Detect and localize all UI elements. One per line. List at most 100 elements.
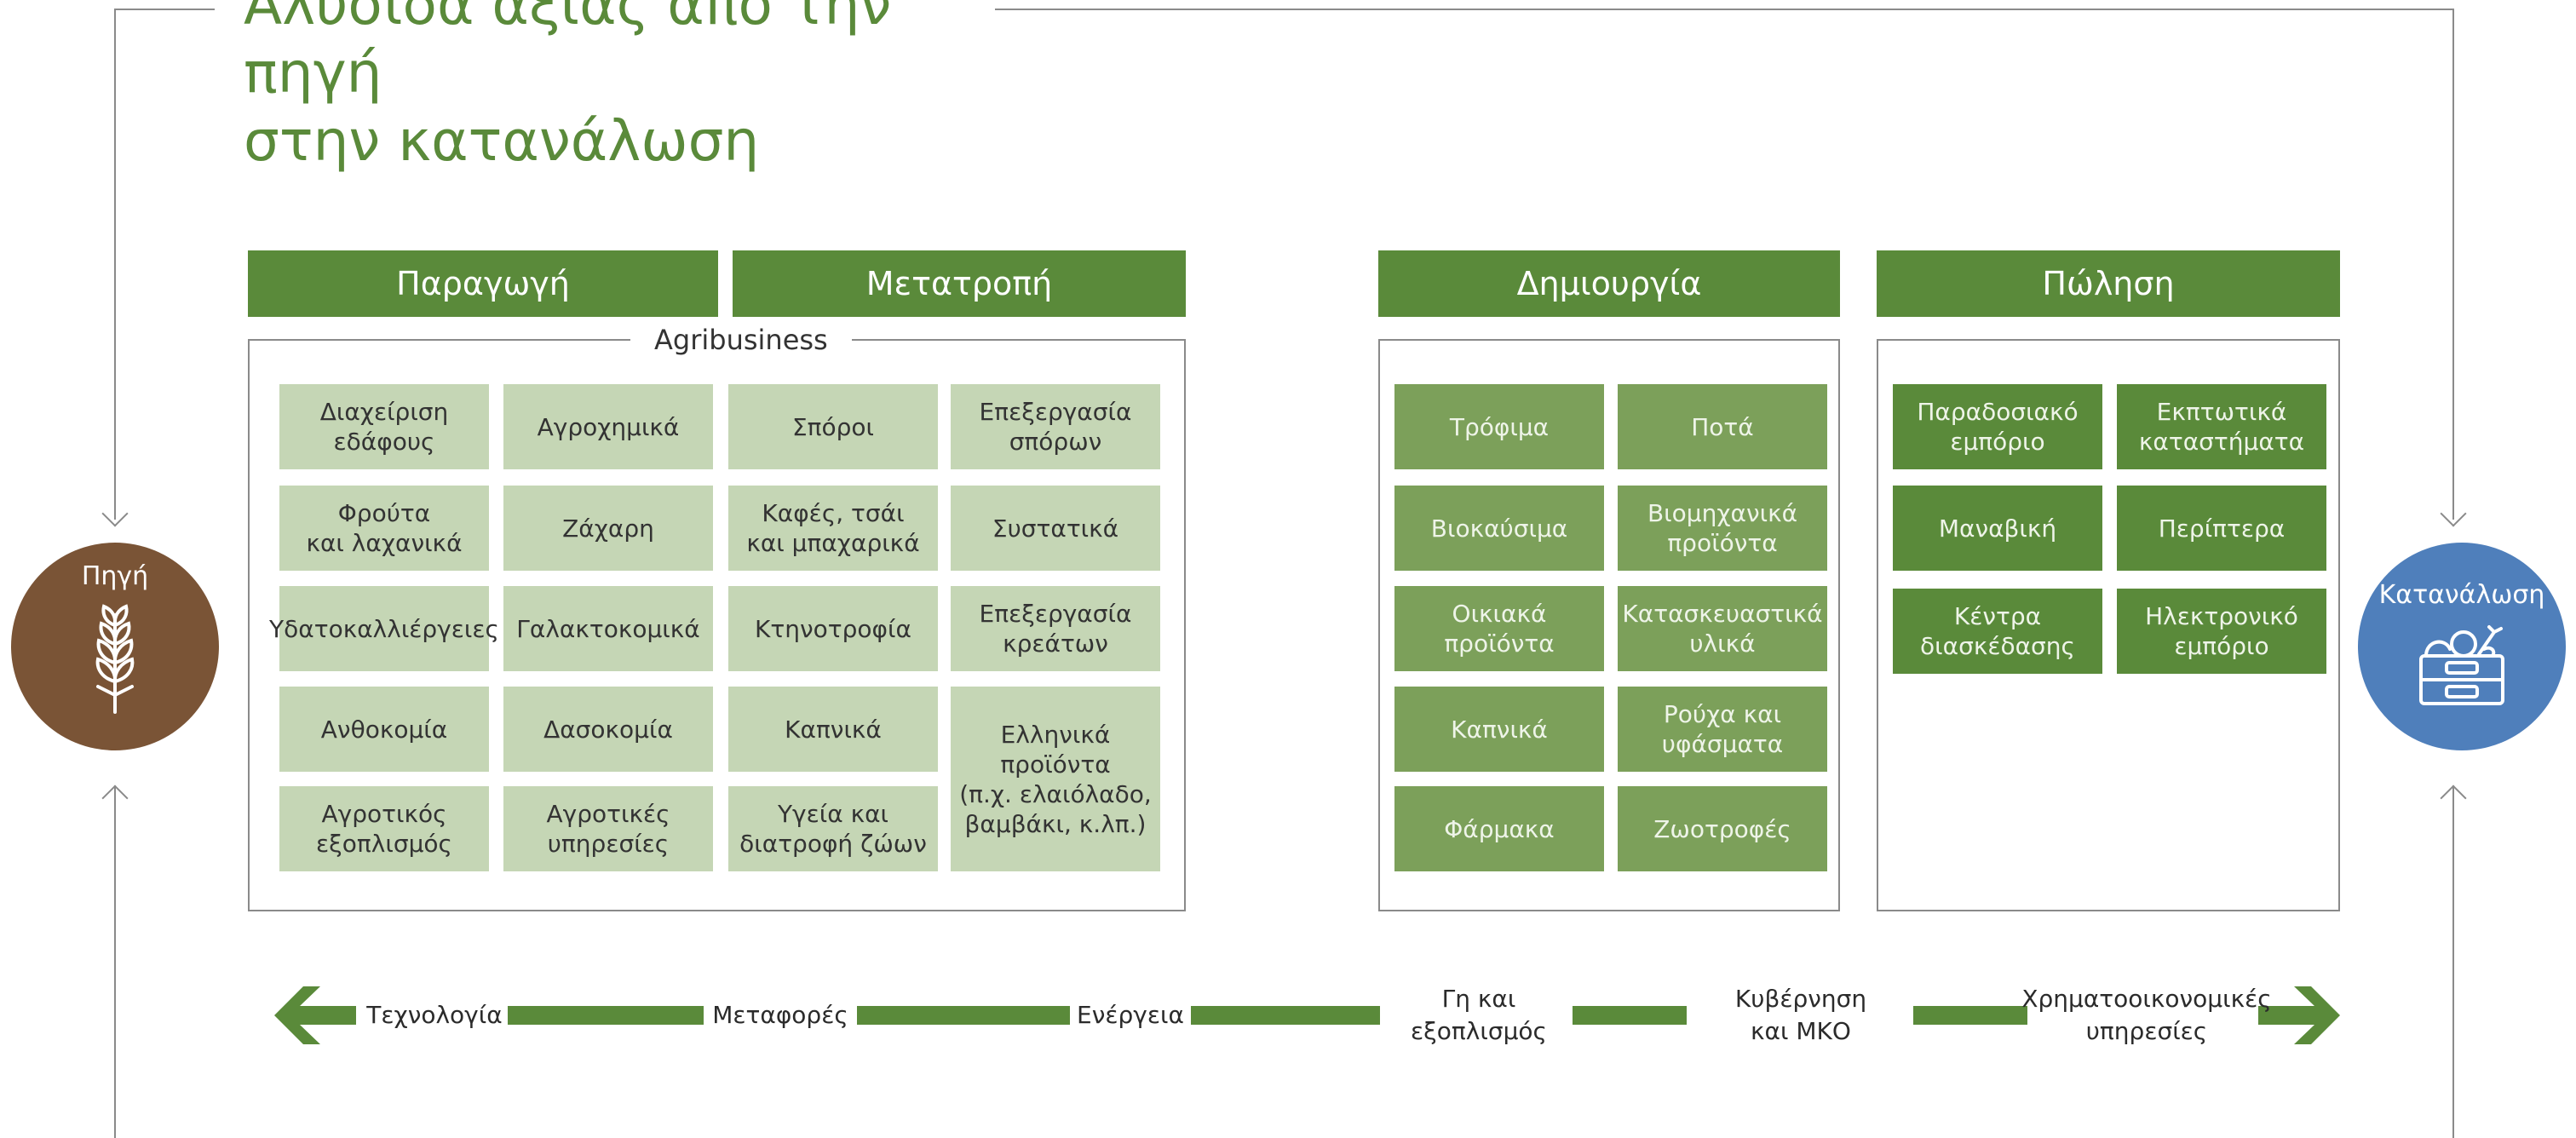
header-transformation-label: Μετατροπή [865,265,1053,302]
source-label: Πηγή [81,561,149,591]
header-production-label: Παραγωγή [396,265,570,302]
frame-right-upper-line [2452,9,2454,520]
cell-text: Συστατικά [992,514,1119,543]
agribusiness-cell: Κτηνοτροφία [728,586,938,671]
cell-text: Κτηνοτροφία [755,614,911,643]
header-sales-label: Πώληση [2042,265,2175,302]
down-arrow-icon [101,500,129,527]
header-sales: Πώληση [1877,250,2340,317]
cell-text: Δασοκομία [543,715,673,744]
down-arrow-icon [2440,500,2467,527]
cell-text: Τεχνολογία [366,1001,503,1029]
left-arrow-icon [274,986,356,1044]
consumption-label: Κατανάλωση [2378,580,2545,610]
cell-text: Ποτά [1691,412,1754,441]
frame-left-upper-line [114,9,116,520]
sales-cell: Μαναβική [1893,486,2102,571]
title-line-1: Αλυσίδα αξίας από την πηγή [244,0,892,106]
cell-text: Υδατοκαλλιέργειες [269,614,499,643]
connector-bar [1191,1006,1380,1025]
cell-text: Φάρμακα [1444,814,1555,843]
up-arrow-icon [2440,785,2467,812]
cell-text: Μεταφορές [712,1001,848,1029]
cell-text: Ζωοτροφές [1653,814,1791,843]
header-transformation: Μετατροπή [733,250,1186,317]
creation-cell: Ζωοτροφές [1618,786,1827,871]
creation-cell: Φάρμακα [1394,786,1604,871]
agribusiness-cell: Ζάχαρη [503,486,713,571]
cell-text: Περίπτερα [2158,514,2286,543]
connector-bar [1913,1006,2027,1025]
up-arrow-icon [101,785,129,812]
cell-text: Ανθοκομία [320,715,448,744]
cell-text: Αγροχημικά [537,412,680,441]
enabler-label: Ενέργεια [1075,999,1186,1032]
cell-text: Μαναβική [1938,514,2057,543]
cell-text: Τρόφιμα [1449,412,1550,441]
cell-text: Βιοκαύσιμα [1430,514,1568,543]
produce-crate-icon [2419,625,2504,705]
page-title: Αλυσίδα αξίας από την πηγή στην κατανάλω… [244,0,1010,175]
cell-text: Ενέργεια [1077,1001,1184,1029]
cell-text: Σπόροι [791,412,875,441]
frame-top-left-line [114,9,215,10]
agribusiness-cell: Καπνικά [728,687,938,772]
creation-cell: Ποτά [1618,384,1827,469]
agribusiness-cell: Δασοκομία [503,687,713,772]
agribusiness-cell: Σπόροι [728,384,938,469]
creation-cell: Τρόφιμα [1394,384,1604,469]
header-creation: Δημιουργία [1378,250,1840,317]
consumption-circle: Κατανάλωση [2358,543,2566,750]
cell-text: Ζάχαρη [562,514,654,543]
frame-left-lower-line [114,787,116,1138]
wheat-icon [95,604,135,714]
cell-text: Καπνικά [1451,715,1548,744]
agribusiness-cell: Ανθοκομία [279,687,489,772]
enabler-label: Μεταφορές [709,999,852,1032]
frame-right-lower-line [2452,787,2454,1138]
cell-text: Καπνικά [785,715,882,744]
agribusiness-cell: Γαλακτοκομικά [503,586,713,671]
frame-top-right-line [995,9,2454,10]
creation-cell: Καπνικά [1394,687,1604,772]
right-arrow-icon [2258,986,2340,1044]
title-line-2: στην κατανάλωση [244,108,760,174]
agribusiness-cell: Αγροχημικά [503,384,713,469]
connector-bar [857,1006,1070,1025]
agribusiness-cell: Συστατικά [951,486,1160,571]
header-creation-label: Δημιουργία [1516,265,1702,302]
